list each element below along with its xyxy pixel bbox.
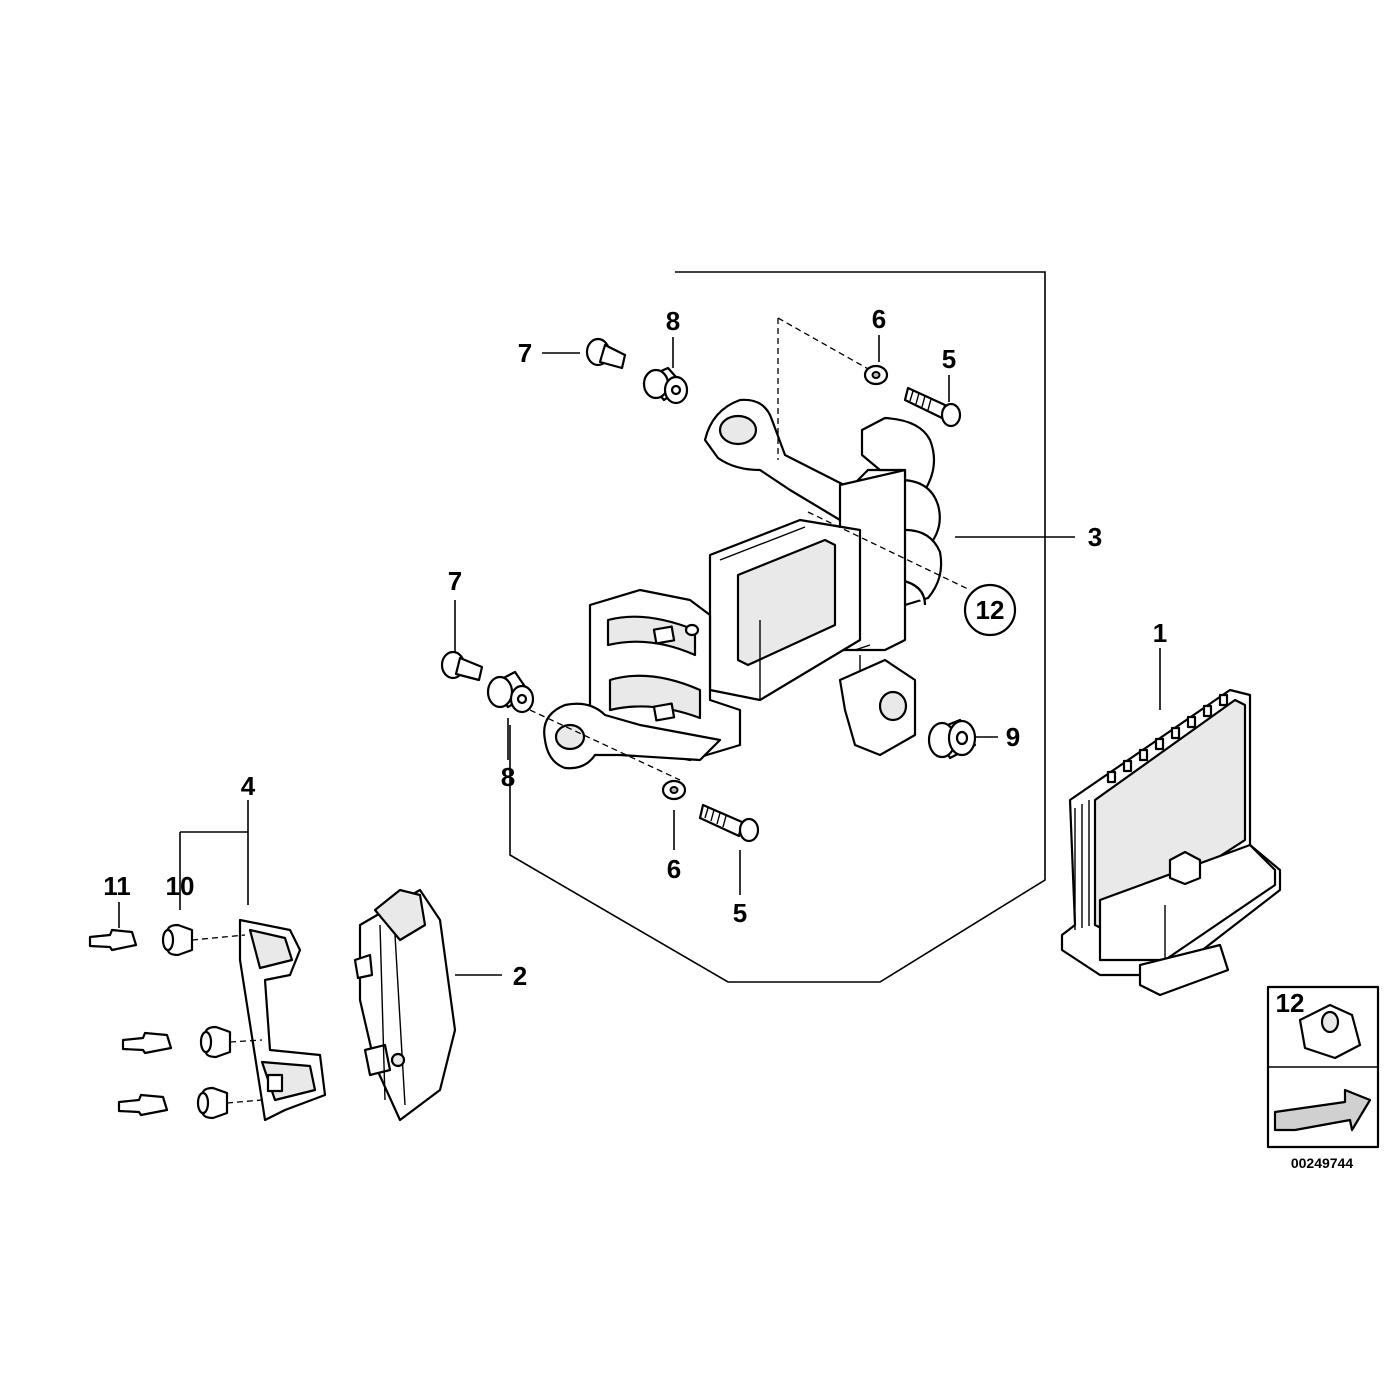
inset-arrow-icon (1273, 1088, 1372, 1132)
support-bracket (238, 918, 327, 1122)
callout-4: 4 (241, 771, 256, 801)
callout-7-top: 7 (518, 338, 532, 368)
screw-7-mid (440, 650, 484, 682)
callout-11: 11 (103, 871, 131, 901)
grommet-8-mid (486, 670, 535, 714)
stud-11-b (121, 1031, 173, 1055)
nut-10-b (199, 1025, 232, 1059)
callout-5-top: 5 (942, 344, 956, 374)
callout-6-low: 6 (667, 854, 681, 884)
callout-2: 2 (513, 961, 527, 991)
screw-7-top (585, 337, 627, 370)
callout-3: 3 (1088, 522, 1102, 552)
callout-12-circle (963, 583, 1017, 637)
nut-10-c (196, 1086, 229, 1120)
callout-10: 10 (166, 871, 195, 901)
diagram-id: 00249744 (1291, 1155, 1354, 1171)
callout-9: 9 (1006, 722, 1020, 752)
connector-housing (353, 888, 457, 1122)
inset-box (1266, 985, 1380, 1149)
control-unit (1060, 688, 1282, 997)
callout-1: 1 (1153, 618, 1167, 648)
callout-7-mid: 7 (448, 566, 462, 596)
bracket (529, 317, 971, 781)
washer-6-top (863, 364, 889, 386)
guide-10-11 (191, 934, 263, 1104)
bolt-5-low (698, 803, 760, 843)
leader-4 (179, 800, 249, 910)
stud-11-a (88, 928, 138, 952)
grommet-9 (927, 718, 977, 760)
callout-6-top: 6 (872, 304, 886, 334)
washer-6-low (661, 779, 687, 801)
inset-label-12: 12 (1276, 988, 1305, 1018)
callout-8-mid: 8 (501, 762, 515, 792)
nut-10-a (161, 923, 194, 957)
control-unit-pins (1106, 693, 1229, 784)
stud-11-c (117, 1093, 169, 1117)
grommet-8-top (642, 366, 689, 405)
bolt-5-top (903, 386, 962, 428)
callout-8-top: 8 (666, 306, 680, 336)
callout-12: 12 (976, 595, 1005, 625)
group-bracket-outline (509, 271, 1046, 983)
callout-5-low: 5 (733, 898, 747, 928)
